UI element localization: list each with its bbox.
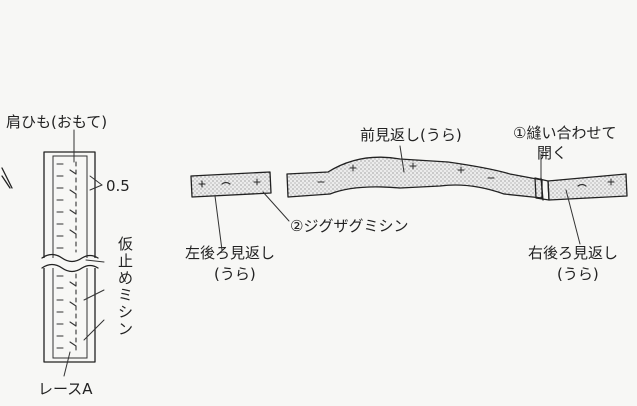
svg-text:ン: ン xyxy=(118,320,133,338)
strap-label: 肩ひも(おもて) xyxy=(6,113,107,131)
right-back-facing-sub-label: (うら) xyxy=(557,265,599,283)
lace-label: レースA xyxy=(38,380,93,398)
lace-strip xyxy=(52,155,88,359)
left-back-facing-label: 左後ろ見返し xyxy=(185,244,275,262)
shoulder-strap xyxy=(40,151,100,363)
arrow-mark-icon xyxy=(1,167,13,189)
left-back-facing xyxy=(190,171,272,198)
dimension-label: 0.5 xyxy=(106,177,130,195)
svg-text:止: 止 xyxy=(118,252,133,270)
basting-label: 仮 止 め ミ シ ン xyxy=(118,235,133,338)
right-back-facing xyxy=(547,173,628,201)
front-facing xyxy=(286,156,543,199)
svg-text:仮: 仮 xyxy=(118,235,133,253)
seam-opened xyxy=(534,177,550,201)
front-facing-label: 前見返し(うら) xyxy=(360,126,462,144)
right-back-facing-label: 右後ろ見返し xyxy=(528,244,618,262)
step1-label: ①縫い合わせて xyxy=(513,124,616,142)
zigzag-label: ②ジグザグミシン xyxy=(290,217,408,235)
svg-text:シ: シ xyxy=(118,303,133,321)
svg-text:め: め xyxy=(118,269,133,287)
step1-sub-label: 開く xyxy=(537,144,567,162)
svg-text:ミ: ミ xyxy=(118,286,133,304)
left-back-facing-sub-label: (うら) xyxy=(214,265,256,283)
